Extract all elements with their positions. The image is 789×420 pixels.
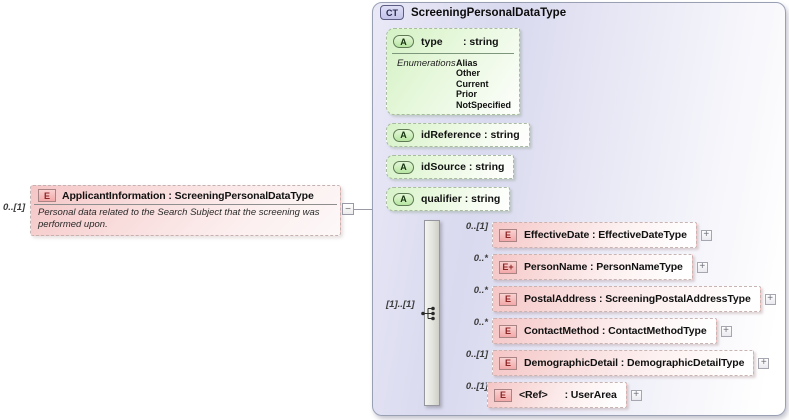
child-element-contactmethod-row: E ContactMethod : ContactMethodType +: [492, 318, 732, 344]
child-element-label: PostalAddress : ScreeningPostalAddressTy…: [524, 293, 751, 305]
child-element-effectivedate[interactable]: E EffectiveDate : EffectiveDateType: [492, 222, 697, 248]
attribute-idsource[interactable]: A idSource : string: [386, 155, 515, 179]
expand-plus-button[interactable]: +: [700, 229, 712, 241]
enumeration-values: Alias Other Current Prior NotSpecified: [456, 58, 511, 110]
child-element-label: DemographicDetail : DemographicDetailTyp…: [524, 357, 745, 369]
attribute-label: idReference : string: [421, 129, 520, 141]
child-element-ref[interactable]: E <Ref> : UserArea: [487, 382, 627, 408]
collapse-minus-button[interactable]: −: [342, 203, 354, 215]
child-element-label: PersonName : PersonNameType: [524, 261, 683, 273]
element-badge-icon: E: [494, 388, 512, 402]
attribute-label: idSource : string: [421, 161, 505, 173]
element-repeat-badge-icon: E+: [499, 260, 517, 274]
element-separator: [34, 204, 337, 205]
enum-value: Other: [456, 68, 481, 79]
sequence-icon: [420, 306, 438, 326]
applicantinformation-element[interactable]: E ApplicantInformation : ScreeningPerson…: [30, 185, 341, 236]
complex-type-title: ScreeningPersonalDataType: [411, 6, 567, 19]
element-badge-icon: E: [499, 324, 517, 338]
child-cardinality: 0..[1]: [465, 349, 488, 360]
child-element-demographicdetail-row: E DemographicDetail : DemographicDetailT…: [492, 350, 770, 376]
connector-element-to-type: [353, 209, 379, 210]
child-cardinality: 0..*: [473, 253, 488, 264]
child-cardinality: 0..[1]: [465, 381, 488, 392]
attribute-type-label: type : string: [421, 35, 499, 48]
element-badge-icon: E: [499, 356, 517, 370]
element-title: ApplicantInformation : ScreeningPersonal…: [62, 189, 314, 202]
child-element-demographicdetail[interactable]: E DemographicDetail : DemographicDetailT…: [492, 350, 755, 376]
child-element-label: <Ref> : UserArea: [519, 389, 617, 401]
attribute-qualifier[interactable]: A qualifier : string: [386, 187, 511, 211]
child-element-postaladdress-row: E PostalAddress : ScreeningPostalAddress…: [492, 286, 776, 312]
attribute-badge-icon: A: [393, 192, 414, 206]
child-element-postaladdress[interactable]: E PostalAddress : ScreeningPostalAddress…: [492, 286, 761, 312]
element-badge-icon: E: [499, 228, 517, 242]
attribute-badge-icon: A: [393, 35, 414, 48]
attribute-badge-icon: A: [393, 160, 414, 174]
enum-value: NotSpecified: [456, 99, 512, 110]
expand-plus-button[interactable]: +: [696, 261, 708, 273]
attribute-type-separator: [392, 53, 514, 54]
enumerations-label: Enumerations: [397, 58, 456, 69]
child-element-label: ContactMethod : ContactMethodType: [524, 325, 707, 337]
complex-type-header: CT ScreeningPersonalDataType: [380, 5, 566, 20]
attribute-badge-icon: A: [393, 128, 414, 142]
element-cardinality: 0..[1]: [3, 202, 26, 213]
child-element-ref-row: E <Ref> : UserArea +: [487, 382, 642, 408]
child-element-personname-row: E+ PersonName : PersonNameType +: [492, 254, 708, 280]
attribute-idreference[interactable]: A idReference : string: [386, 123, 530, 147]
element-description: Personal data related to the Search Subj…: [38, 207, 320, 230]
attribute-label: qualifier : string: [421, 193, 501, 205]
child-cardinality: 0..*: [473, 317, 488, 328]
expand-plus-button[interactable]: +: [764, 293, 776, 305]
complex-type-badge-icon: CT: [380, 5, 404, 20]
element-badge-icon: E: [499, 292, 517, 306]
child-element-effectivedate-row: E EffectiveDate : EffectiveDateType +: [492, 222, 712, 248]
child-cardinality: 0..[1]: [465, 221, 488, 232]
child-element-contactmethod[interactable]: E ContactMethod : ContactMethodType: [492, 318, 717, 344]
child-cardinality: 0..*: [473, 285, 488, 296]
attribute-type[interactable]: A type : string Enumerations Alias Other…: [386, 28, 520, 115]
expand-plus-button[interactable]: +: [758, 357, 770, 369]
enum-value: Prior: [456, 89, 478, 100]
expand-plus-button[interactable]: +: [630, 389, 642, 401]
element-badge-icon: E: [38, 189, 56, 202]
enum-value: Current: [456, 78, 489, 89]
child-element-label: EffectiveDate : EffectiveDateType: [524, 229, 687, 241]
enum-value: Alias: [456, 58, 478, 68]
sequence-cardinality: [1]..[1]: [386, 299, 415, 310]
child-element-personname[interactable]: E+ PersonName : PersonNameType: [492, 254, 693, 280]
expand-plus-button[interactable]: +: [720, 325, 732, 337]
